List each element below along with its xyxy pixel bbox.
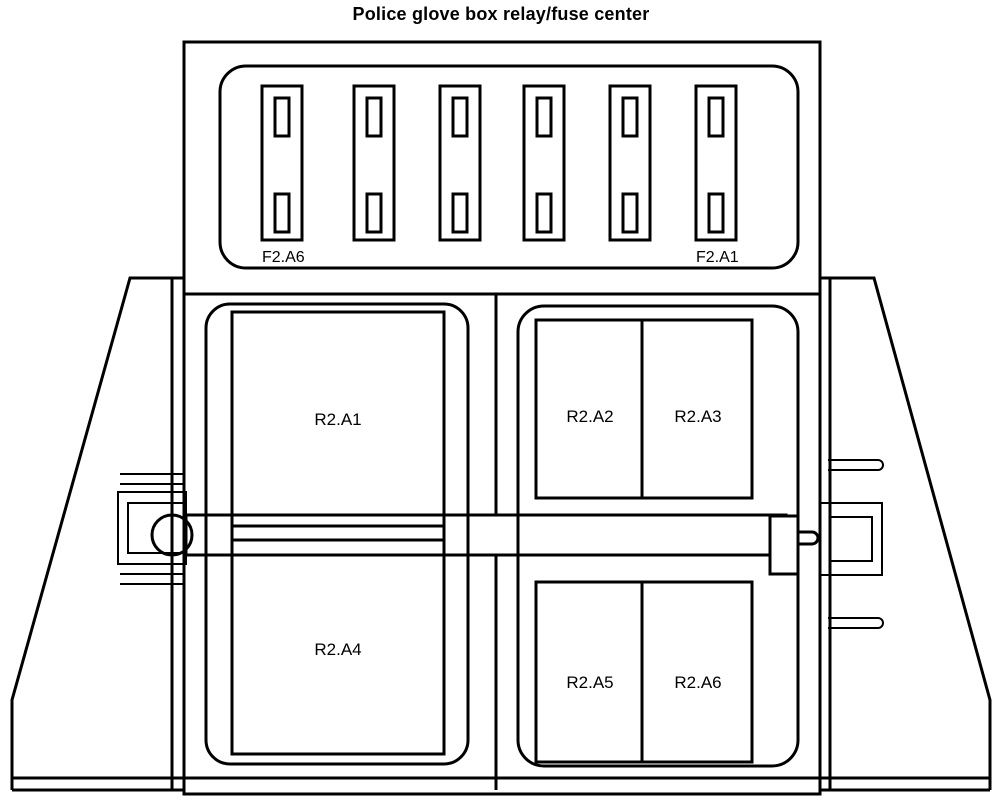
left-side-panel [10, 276, 187, 792]
right-latch-clip[interactable] [768, 514, 820, 576]
fuse-label-right: F2.A1 [696, 249, 739, 266]
right-side-panel [819, 276, 992, 792]
fuse-slot[interactable] [438, 84, 482, 242]
fuse-label-left: F2.A6 [262, 249, 305, 266]
relay-label-r2a4: R2.A4 [314, 640, 361, 659]
relay-label-r2a3: R2.A3 [674, 407, 721, 426]
housing-outline [182, 40, 822, 796]
fuse-slot[interactable] [352, 84, 396, 242]
fuse-block [218, 64, 800, 270]
left-latch-knob[interactable] [150, 513, 194, 557]
relay-label-r2a1: R2.A1 [314, 410, 361, 429]
relay-r2a3[interactable] [640, 318, 754, 500]
fuse-slot[interactable] [260, 84, 304, 242]
relay-r2a5[interactable] [534, 580, 644, 764]
fuse-slot[interactable] [522, 84, 566, 242]
relay-label-r2a5: R2.A5 [566, 673, 613, 692]
relay-label-r2a6: R2.A6 [674, 673, 721, 692]
diagram-title: Police glove box relay/fuse center [352, 4, 650, 24]
fuse-slot[interactable] [694, 84, 738, 242]
relay-r2a6[interactable] [640, 580, 754, 764]
relay-label-r2a2: R2.A2 [566, 407, 613, 426]
fuse-slot[interactable] [608, 84, 652, 242]
